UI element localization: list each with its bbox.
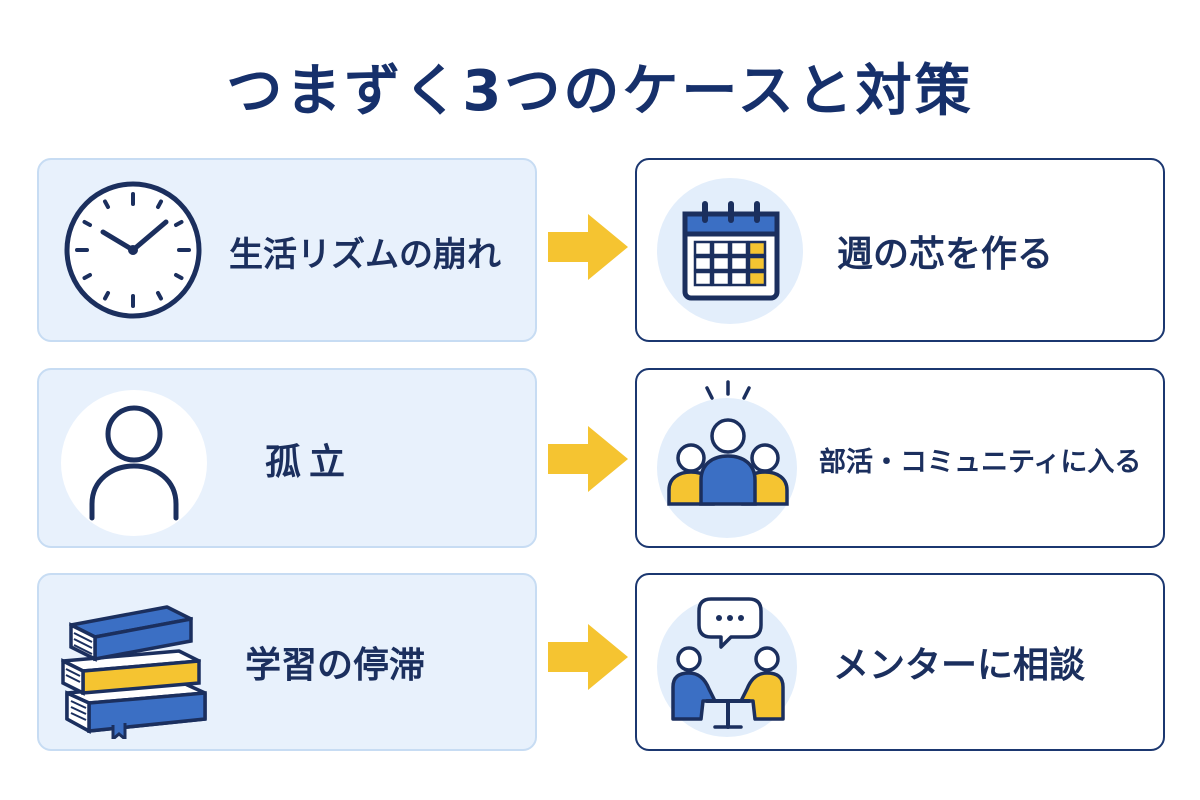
clock-icon [64,181,202,319]
problem-card-isolation: 孤立 [37,368,537,548]
solution-label-mentor: メンターに相談 [833,645,1086,686]
problem-card-learning-stall: 学習の停滞 [37,573,537,751]
page-title: つまずく3つのケースと対策 [226,59,974,124]
problem-label-rhythm: 生活リズムの崩れ [229,234,501,275]
problem-label-learning-stall: 学習の停滞 [245,645,426,686]
arrow-right-icon [548,426,628,492]
arrow-right-icon [548,624,628,690]
solution-label-community: 部活・コミュニティに入る [819,446,1142,478]
calendar-icon [682,201,780,301]
problem-card-rhythm: 生活リズムの崩れ [37,158,537,342]
solution-card-weekly-core: 週の芯を作る [635,158,1165,342]
problem-label-isolation: 孤立 [265,442,354,483]
books-icon [61,605,207,739]
solution-card-community: 部活・コミュニティに入る [635,368,1165,548]
mentor-talk-icon [671,597,785,729]
solution-label-weekly-core: 週の芯を作る [837,234,1054,275]
person-icon [89,405,179,521]
arrow-right-icon [548,214,628,280]
group-icon [667,380,789,506]
solution-card-mentor: メンターに相談 [635,573,1165,751]
